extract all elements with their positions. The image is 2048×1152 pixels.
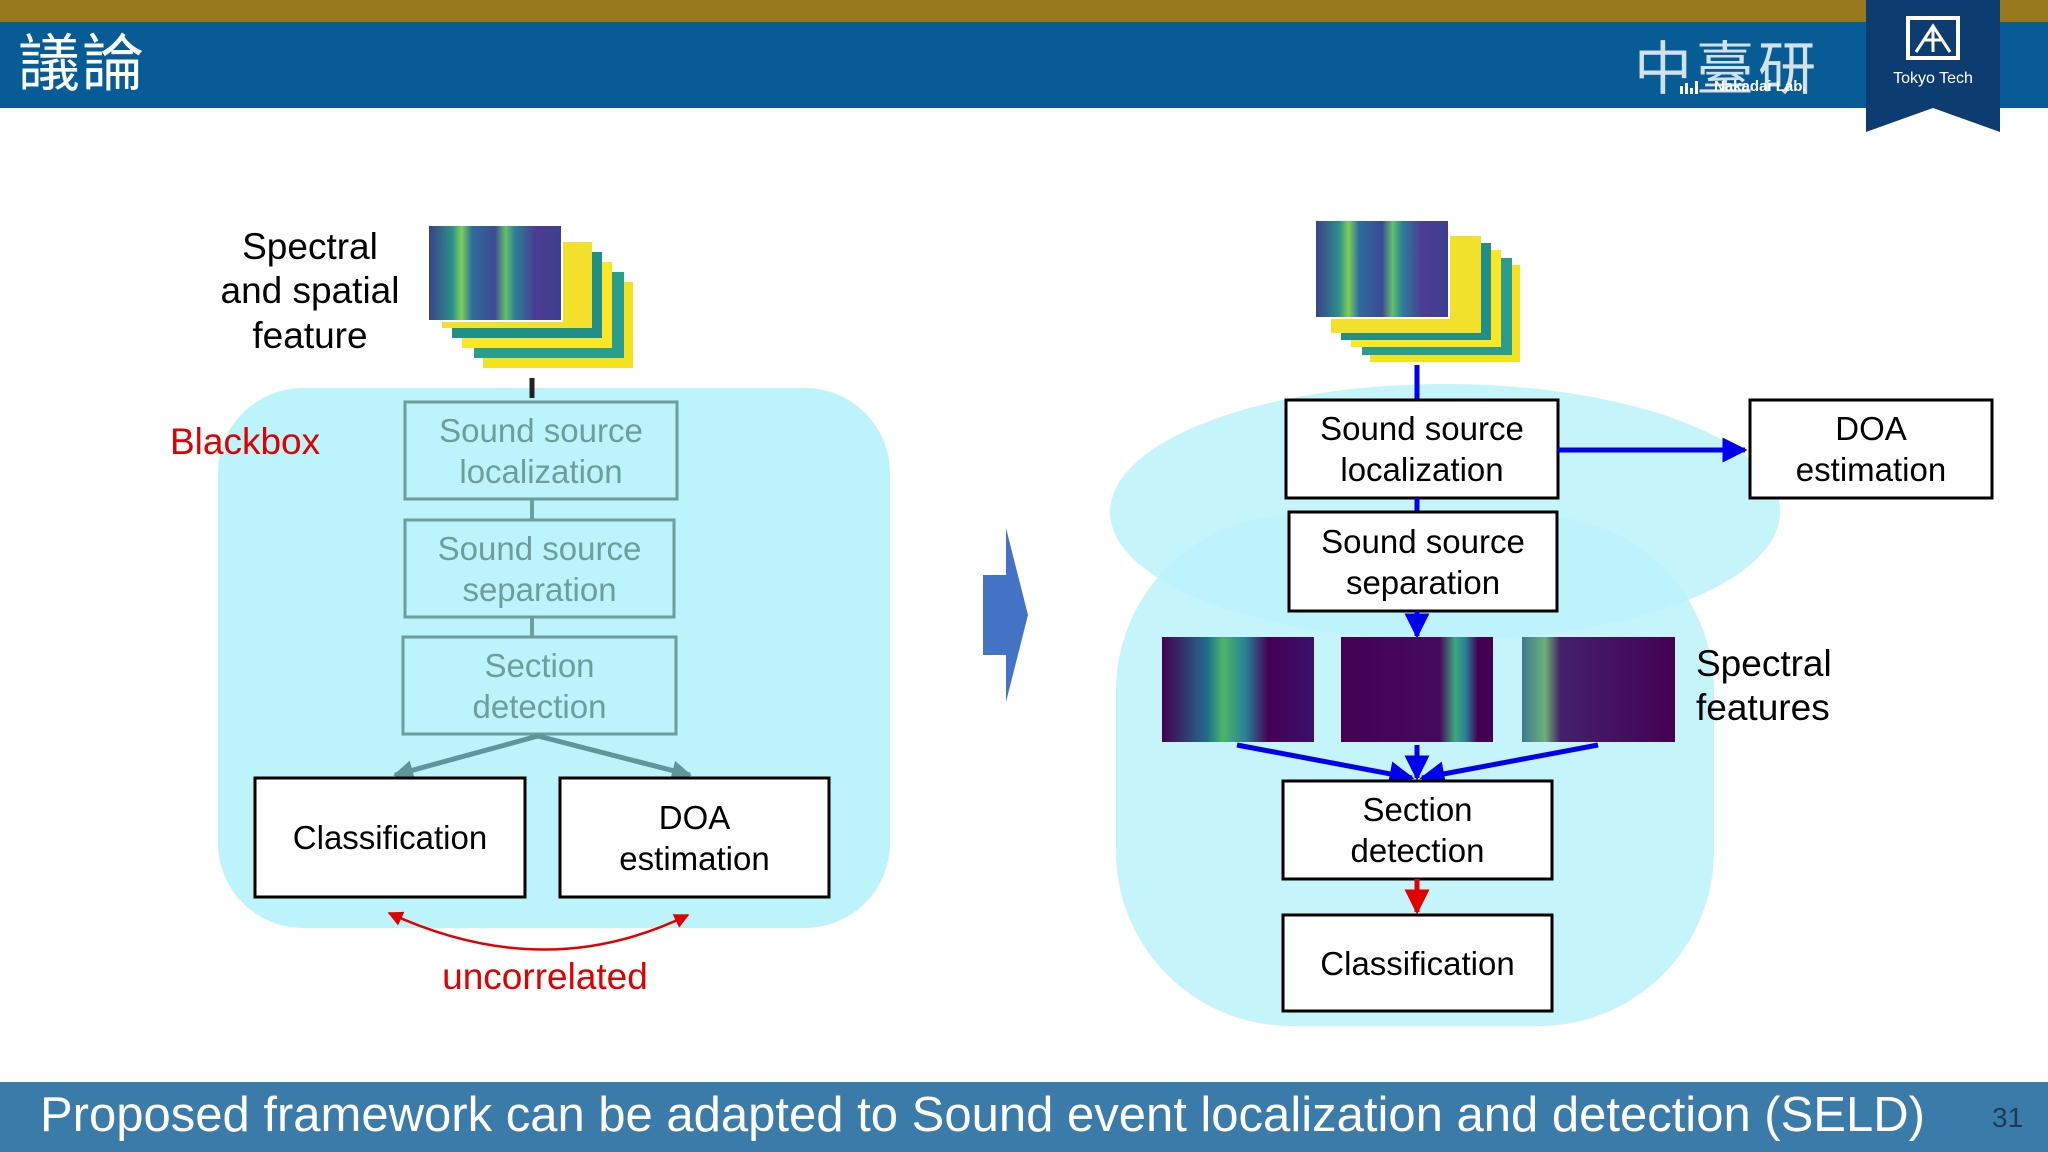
input-feature-label: Spectral and spatial feature [220, 226, 400, 356]
blackbox-label: Blackbox [170, 421, 321, 462]
left-localization-box [403, 400, 679, 501]
right-section-text: Section detection [1350, 791, 1485, 869]
left-spectrogram-stack [427, 224, 633, 368]
right-doa-text: DOA estimation [1795, 410, 1947, 488]
footer-caption: Proposed framework can be adapted to Sou… [40, 1088, 1925, 1142]
left-separation-box [403, 518, 676, 619]
footer-bar [0, 1082, 2048, 1152]
left-classification-box [253, 776, 527, 899]
transition-arrow-icon [983, 528, 1028, 702]
left-gray-arrow-classification [393, 733, 539, 780]
uncorrelated-label: uncorrelated [442, 956, 648, 997]
left-doa-text: DOA estimation [619, 798, 770, 877]
right-doa-box [1748, 398, 1994, 500]
separated-spectrogram-1 [1162, 637, 1314, 742]
left-classification-text: Classification [292, 819, 488, 856]
lab-bars-icon [1680, 81, 1698, 94]
right-classification-text: Classification [1320, 944, 1515, 982]
left-separation-text: Sound source separation [437, 529, 642, 608]
left-gray-arrow-doa [537, 733, 692, 781]
badge-shape-icon [1866, 0, 2000, 132]
lab-logo: 中臺研 Nakadai Lab. [1634, 28, 1874, 103]
right-localization-text: Sound source localization [1320, 410, 1524, 488]
uncorrelated-arrow [387, 911, 690, 951]
page-number: 31 [1992, 1102, 2024, 1133]
right-spectrogram-stack [1314, 219, 1520, 362]
right-section-box [1281, 779, 1554, 881]
spectral-features-label: Spectral features [1696, 643, 1832, 729]
lab-name: Nakadai Lab. [1714, 78, 1807, 95]
left-localization-text: Sound source localization [439, 411, 643, 490]
tokyo-tech-badge: Tokyo Tech [1866, 0, 2000, 134]
right-separation-box [1287, 510, 1559, 613]
header-bar [0, 22, 2048, 108]
right-separation-text: Sound source separation [1321, 522, 1525, 601]
left-doa-box [558, 776, 831, 899]
separated-spectrogram-2 [1341, 637, 1493, 742]
tokyo-tech-label: Tokyo Tech [1893, 70, 1973, 87]
left-section-text: Section detection [472, 646, 607, 725]
slide-title: 議論 [18, 27, 147, 100]
lab-kanji-logo: 中臺研 [1634, 35, 1821, 103]
separated-spectrogram-3 [1522, 637, 1675, 742]
right-localization-box [1284, 398, 1560, 500]
top-gold-band [0, 0, 2048, 22]
right-classification-box [1281, 913, 1554, 1013]
